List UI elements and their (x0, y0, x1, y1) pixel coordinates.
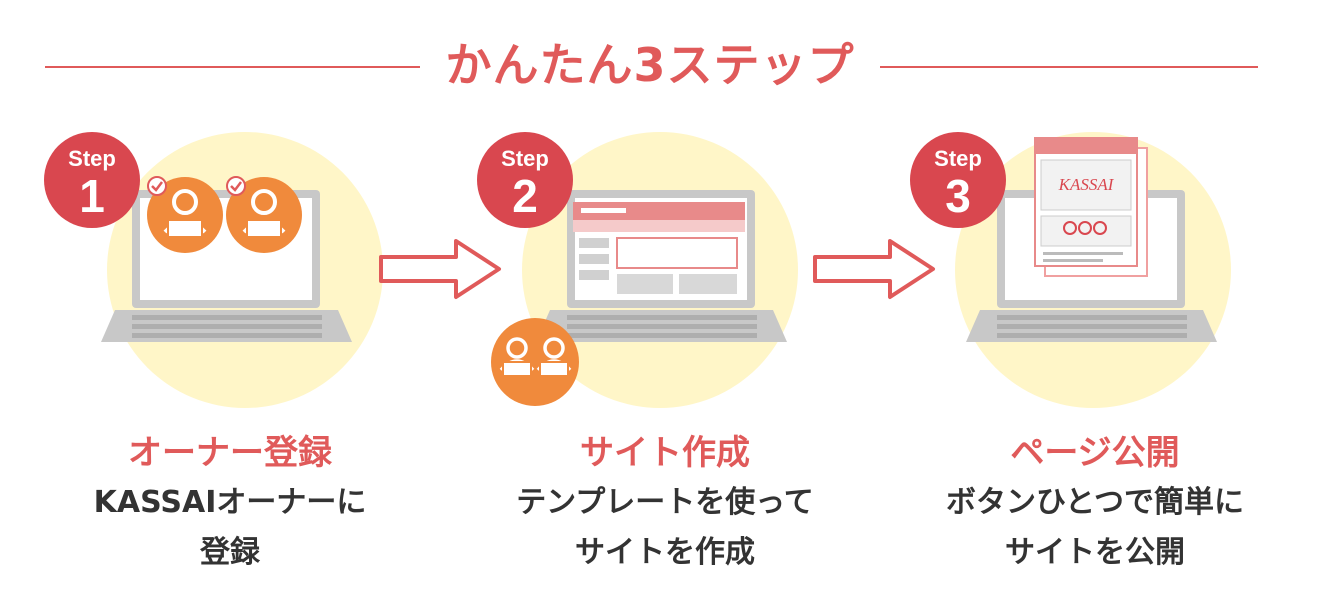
step-3-title: ページ公開 (1010, 433, 1180, 473)
step-2-illustration: Step 2 (477, 132, 798, 408)
step-2-title: サイト作成 (580, 433, 750, 473)
check-icon (147, 176, 167, 196)
check-icon (226, 176, 246, 196)
svg-text:3: 3 (945, 170, 971, 222)
step-3-description: ボタンひとつで簡単に サイトを公開 (946, 485, 1244, 570)
step-badge: Step 1 (44, 132, 140, 228)
step-3: KASSAI Step 3 ページ公開 ボタンひとつで簡単に サイトを公開 (885, 120, 1305, 590)
step-1: Step 1 オーナー登録 KASSAIオーナーに 登録 (20, 120, 440, 590)
header-divider-left (45, 66, 420, 68)
section-header: かんたん3ステップ (0, 30, 1330, 100)
arrow-right-icon (813, 239, 935, 299)
user-at-laptop-icon (226, 177, 302, 253)
user-at-laptop-icon (147, 177, 223, 253)
header-divider-right (880, 66, 1258, 68)
step-1-description: KASSAIオーナーに 登録 (93, 485, 367, 570)
step-badge: Step 2 (477, 132, 573, 228)
svg-text:Step: Step (934, 146, 982, 171)
step-1-illustration: Step 1 (44, 132, 383, 408)
step-3-illustration: KASSAI Step 3 (910, 132, 1231, 408)
users-icon (491, 318, 579, 406)
section-title: かんたん3ステップ (445, 38, 855, 92)
published-page-icon: KASSAI (1034, 137, 1148, 277)
step-badge: Step 3 (910, 132, 1006, 228)
step-2: Step 2 サイト作成 テンプレートを使って サイトを作成 (455, 120, 875, 590)
svg-text:Step: Step (501, 146, 549, 171)
step-2-description: テンプレートを使って サイトを作成 (516, 485, 814, 570)
svg-text:2: 2 (512, 170, 538, 222)
kassai-logo: KASSAI (1058, 175, 1115, 194)
step-1-title: オーナー登録 (128, 433, 332, 473)
svg-text:Step: Step (68, 146, 116, 171)
arrow-right-icon (379, 239, 501, 299)
svg-text:1: 1 (79, 170, 105, 222)
template-layout-icon (573, 202, 745, 294)
